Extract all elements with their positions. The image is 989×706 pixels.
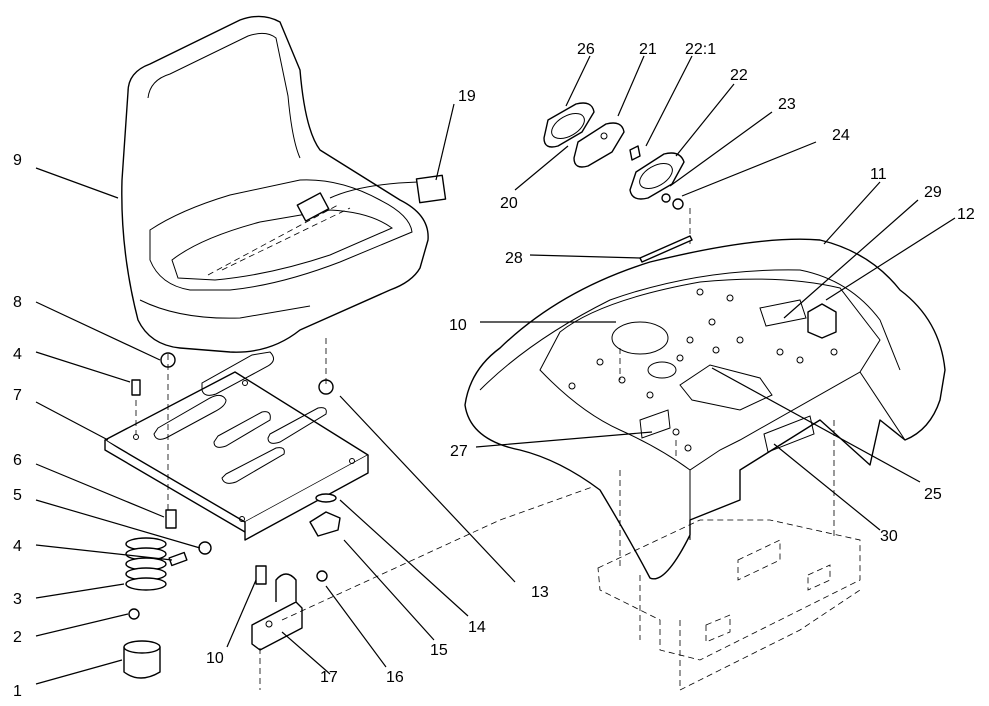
callout-5: 5 (13, 487, 22, 504)
callout-10: 10 (206, 650, 224, 667)
callout-11: 11 (870, 166, 887, 183)
callout-16: 16 (386, 669, 404, 686)
callout-22: 22 (730, 67, 748, 84)
callout-10: 10 (449, 317, 467, 334)
callout-6: 6 (13, 452, 22, 469)
callout-4: 4 (13, 538, 22, 555)
callout-21: 21 (639, 41, 657, 58)
callout-1: 1 (13, 683, 22, 700)
light-assembly-part (543, 102, 693, 263)
callout-23: 23 (778, 96, 796, 113)
callout-17: 17 (320, 669, 338, 686)
callout-14: 14 (468, 619, 486, 636)
callout-2: 2 (13, 629, 22, 646)
deck-holes (568, 288, 838, 452)
small-hardware-left (128, 352, 341, 620)
callout-30: 30 (880, 528, 898, 545)
callout-7: 7 (13, 387, 22, 404)
callout-8: 8 (13, 294, 22, 311)
callout-15: 15 (430, 642, 448, 659)
seat-hidden-lines (135, 338, 641, 690)
bumper-part (123, 640, 161, 679)
callout-12: 12 (957, 206, 975, 223)
callout-22-1: 22:1 (685, 41, 716, 58)
leader-lines (35, 55, 956, 685)
callout-29: 29 (924, 184, 942, 201)
callout-labels: 1 2 3 4 4 5 6 7 8 9 10 10 11 12 13 14 15… (13, 41, 975, 700)
frame-bracket-part (597, 348, 861, 691)
seat-plate-part (104, 351, 369, 541)
callout-4: 4 (13, 346, 22, 363)
seat-part (121, 15, 447, 353)
callout-19: 19 (458, 88, 476, 105)
callout-25: 25 (924, 486, 942, 503)
spring-part (125, 537, 167, 591)
callout-24: 24 (832, 127, 850, 144)
callout-28: 28 (505, 250, 523, 267)
mount-bracket-part (251, 573, 303, 651)
callout-9: 9 (13, 152, 22, 169)
callout-3: 3 (13, 591, 22, 608)
callout-20: 20 (500, 195, 518, 212)
callout-13: 13 (531, 584, 549, 601)
fender-deck-part (464, 238, 946, 580)
callout-26: 26 (577, 41, 595, 58)
callout-27: 27 (450, 443, 468, 460)
